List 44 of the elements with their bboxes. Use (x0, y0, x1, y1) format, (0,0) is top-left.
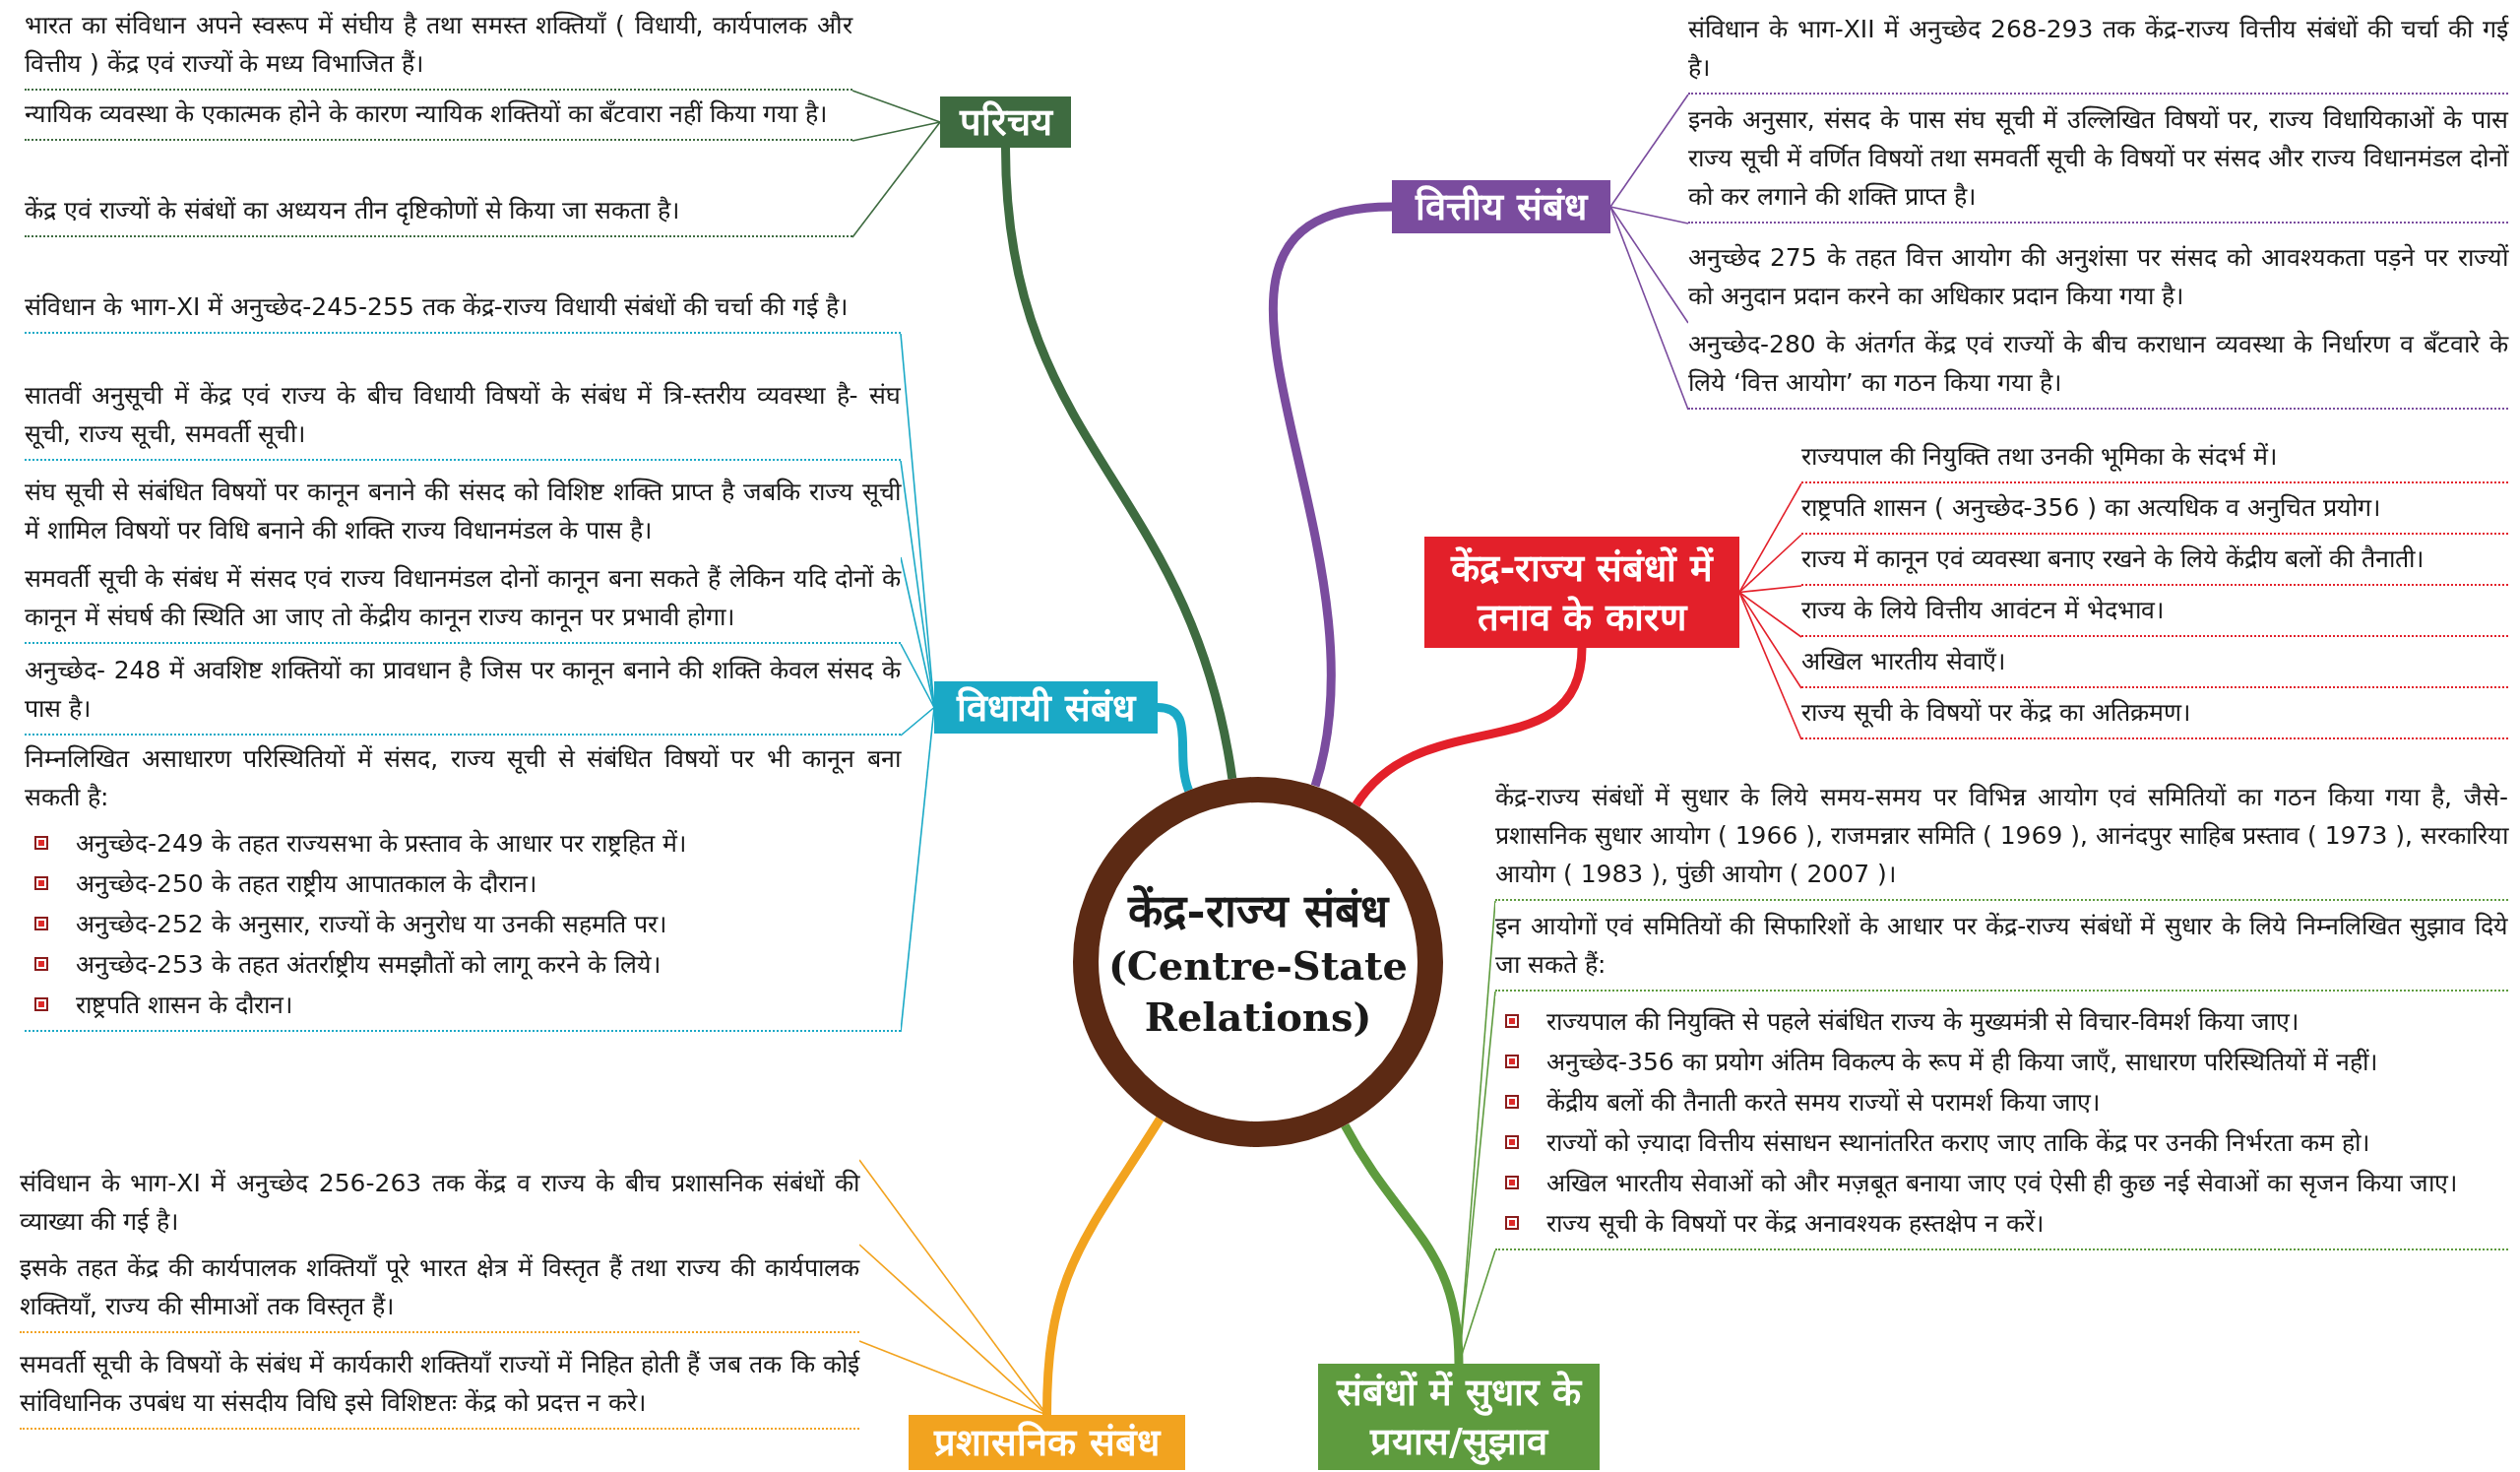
note-text: निम्नलिखित असाधारण परिस्थितियों में संसद, राज्य सूची से संबंधित विषयों पर भी कानून बना सकती है: (25, 743, 901, 813)
connector-line (851, 121, 941, 142)
topic-box: विधायी संबंध (934, 681, 1158, 734)
topic-box: संबंधों में सुधार के प्रयास/सुझाव (1318, 1364, 1600, 1470)
note-text: समवर्ती सूची के संबंध में संसद एवं राज्य विधानमंडल दोनों कानून बना सकते हैं लेकिन यदि दोनों के कानून में संघर्ष की स्थिति आ जाए तो केंद्रीय कानून राज्य कानून पर प्रभावी होगा। (25, 555, 901, 644)
note-text: न्यायिक व्यवस्था के एकात्मक होने के कारण न्यायिक शक्तियों का बँटवारा नहीं किया गया है। (25, 91, 852, 141)
topic-box: वित्तीय संबंध (1392, 180, 1610, 233)
bullet-text: अनुच्छेद-356 का प्रयोग अंतिम विकल्प के रूप में ही किया जाएँ, साधारण परिस्थितियों में नहीं। (1546, 1047, 2377, 1079)
branch-curve (1269, 202, 1393, 788)
connector-line (900, 643, 935, 709)
connector-line (1609, 206, 1689, 224)
branch-curve (1001, 147, 1237, 780)
topic-box: प्रशासनिक संबंध (909, 1415, 1185, 1470)
topic-box: परिचय (940, 96, 1071, 148)
center-subtitle: (Centre-State Relations) (1106, 941, 1410, 1042)
bullet-text: अनुच्छेद-252 के अनुसार, राज्यों के अनुरोध या उनकी सहमति पर। (76, 909, 667, 941)
note-text: इन आयोगों एवं समितियों की सिफारिशों के आधार पर केंद्र-राज्य संबंधों में सुधार के लिये निम्नलिखित सुझाव दिये जा सकते हैं: (1495, 903, 2508, 992)
connector-line (1609, 206, 1689, 324)
connector-line (851, 90, 941, 123)
bullet-text: अनुच्छेद-250 के तहत राष्ट्रीय आपातकाल के दौरान। (76, 868, 537, 901)
connector-line (900, 706, 935, 736)
bullet-text: राज्यपाल की नियुक्ति से पहले संबंधित राज्य के मुख्यमंत्री से विचार-विमर्श किया जाए। (1546, 1006, 2300, 1039)
connector-line (1609, 94, 1689, 208)
note-text: अनुच्छेद-280 के अंतर्गत केंद्र एवं राज्यों के बीच कराधान व्यवस्था के निर्धारण व बँटवारे के लिये ‘वित्त आयोग’ का गठन किया गया है। (1688, 321, 2508, 410)
note-text: समवर्ती सूची के विषयों के संबंध में कार्यकारी शक्तियाँ राज्यों में निहित होती हैं जब तक कि कोई सांविधानिक उपबंध या संसदीय विधि इसे विशिष्टतः केंद्र को प्रदत्त न करे। (20, 1341, 859, 1430)
bullet-text: राज्य सूची के विषयों पर केंद्र अनावश्यक हस्तक्षेप न करें। (1546, 1208, 2044, 1241)
bullet-text: अनुच्छेद-253 के तहत अंतर्राष्ट्रीय समझौतों को लागू करने के लिये। (76, 949, 662, 982)
branch-curve (1353, 647, 1587, 808)
connector-line (1738, 534, 1802, 594)
bullet-text: अनुच्छेद-249 के तहत राज्यसभा के प्रस्ताव के आधार पर राष्ट्रहित में। (76, 828, 687, 861)
bullet-text: राष्ट्रपति शासन के दौरान। (76, 990, 292, 1021)
connector-line (851, 121, 941, 238)
note-text: इसके तहत केंद्र की कार्यपालक शक्तियाँ पूरे भारत क्षेत्र में विस्तृत हैं तथा राज्य की कार्यपालक शक्तियाँ, राज्य की सीमाओं तक विस्तृत हैं। (20, 1245, 859, 1333)
bullet-text: राज्यों को ज़्यादा वित्तीय संसाधन स्थानांतरित कराए जाए ताकि केंद्र पर उनकी निर्भरता कम हो। (1546, 1127, 2370, 1159)
connector-line (1738, 591, 1802, 638)
bullet-text: अखिल भारतीय सेवाओं को और मज़बूत बनाया जाए एवं ऐसी ही कुछ नई सेवाओं का सृजन किया जाए। (1546, 1168, 2458, 1200)
center-title: केंद्र-राज्य संबंध (1126, 883, 1391, 939)
branch-curve (1157, 703, 1193, 793)
topic-box: केंद्र-राज्य संबंधों में तनाव के कारण (1424, 537, 1739, 648)
branch-curve (1341, 1122, 1464, 1365)
connector-line (1738, 585, 1802, 594)
bullet-text: केंद्रीय बलों की तैनाती करते समय राज्यों से परामर्श किया जाए। (1546, 1087, 2101, 1119)
note-text: राष्ट्रपति शासन ( अनुच्छेद-356 ) का अत्यधिक व अनुचित प्रयोग। (1801, 484, 2508, 535)
branch-curve (1042, 1117, 1165, 1416)
